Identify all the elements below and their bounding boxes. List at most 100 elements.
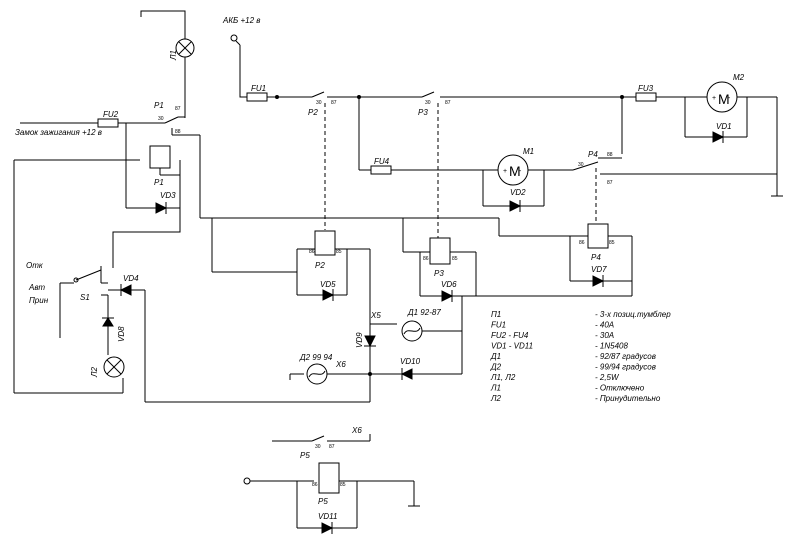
- label-p1: Р1: [154, 101, 164, 110]
- pin-86-p2: 86: [309, 249, 315, 255]
- label-ignition: Замок зажигания +12 в: [15, 128, 102, 137]
- pin-87-p4: 87: [607, 180, 613, 186]
- pin-30: 30: [158, 116, 164, 122]
- sensor-wiring: [289, 248, 633, 402]
- pin-86-p4: 86: [579, 240, 585, 246]
- label-vd7: VD7: [591, 265, 607, 274]
- pin-30-p3: 30: [425, 100, 431, 106]
- pin-85-p2: 85: [336, 249, 342, 255]
- svg-text:+: +: [503, 168, 507, 175]
- lamp-l1: [140, 10, 195, 118]
- svg-text:+: +: [712, 95, 716, 102]
- pin-85-p3: 85: [452, 256, 458, 262]
- lamp-l2: [103, 356, 125, 378]
- label-otk: Отк: [26, 261, 44, 270]
- label-avt: Авт: [28, 283, 45, 292]
- label-fu1: FU1: [251, 84, 266, 93]
- pin-88: 88: [175, 129, 181, 135]
- pin-87-p2: 87: [331, 100, 337, 106]
- label-fu4: FU4: [374, 157, 390, 166]
- relay-p1-coil: [13, 123, 181, 394]
- motor-m2: + M -: [684, 81, 748, 143]
- legend-item-name: FU2 - FU4: [491, 331, 529, 340]
- pin-87-p5: 87: [329, 444, 335, 450]
- switch-s1: [59, 208, 181, 338]
- pin-30-p5: 30: [315, 444, 321, 450]
- legend-item-desc: - 40А: [595, 321, 614, 330]
- label-x6b: X6: [351, 426, 362, 435]
- label-p4: Р4: [588, 150, 598, 159]
- motor-m1-branch: + M -: [358, 97, 573, 212]
- pin-86-p5: 86: [312, 482, 318, 488]
- label-vd5: VD5: [320, 280, 336, 289]
- control-bus: [200, 217, 570, 273]
- label-prin: Прин: [29, 296, 49, 305]
- label-p5-coil: Р5: [318, 497, 328, 506]
- main-rail: [230, 34, 783, 197]
- legend-item-desc: - Принудительно: [595, 394, 661, 403]
- relay-p1-contacts: [20, 116, 201, 218]
- pin-87: 87: [175, 106, 181, 112]
- label-x5: X5: [370, 311, 381, 320]
- pin-88-p4: 88: [607, 152, 613, 158]
- label-d1: Д1 92-87: [407, 308, 441, 317]
- label-p5: Р5: [300, 451, 310, 460]
- svg-text:-: -: [728, 95, 731, 102]
- svg-text:M: M: [509, 163, 521, 179]
- legend-item-name: Л2: [490, 394, 501, 403]
- label-vd10: VD10: [400, 357, 421, 366]
- diode-vd8: [102, 310, 114, 355]
- label-fu2: FU2: [103, 110, 119, 119]
- label-vd11: VD11: [318, 512, 337, 521]
- legend-item-name: Л1, Л2: [490, 373, 516, 382]
- label-d2: Д2 99 94: [299, 353, 333, 362]
- label-vd9: VD9: [355, 332, 364, 348]
- label-m1: М1: [523, 147, 534, 156]
- label-vd1: VD1: [716, 122, 732, 131]
- label-l1: Л1: [169, 50, 178, 61]
- relay-p2: [296, 230, 357, 301]
- relay-p4: [569, 223, 633, 287]
- label-x6: X6: [335, 360, 346, 369]
- label-s1: S1: [80, 293, 90, 302]
- label-l2: Л2: [90, 367, 99, 378]
- diode-vd4: [108, 284, 370, 403]
- legend-item-desc: - 92/87 градусов: [595, 352, 656, 361]
- legend-item-name: Д1: [490, 352, 501, 361]
- label-p1-coil: Р1: [154, 178, 164, 187]
- label-akb: АКБ +12 в: [222, 16, 260, 25]
- legend-item-name: VD1 - VD11: [491, 342, 533, 351]
- pin-30-p2: 30: [316, 100, 322, 106]
- legend-item-name: Д2: [490, 363, 502, 372]
- legend-item-name: П1: [491, 310, 501, 319]
- label-vd3: VD3: [160, 191, 176, 200]
- label-p2: Р2: [308, 108, 318, 117]
- pin-85-p5: 85: [340, 482, 346, 488]
- label-vd6: VD6: [441, 280, 457, 289]
- legend-item-name: FU1: [491, 321, 506, 330]
- pin-86-p3: 86: [423, 256, 429, 262]
- label-vd8: VD8: [117, 326, 126, 342]
- label-vd4: VD4: [123, 274, 139, 283]
- label-fu3: FU3: [638, 84, 654, 93]
- relay-p5: [243, 434, 420, 534]
- legend-item-name: Л1: [490, 384, 501, 393]
- label-p2-coil: Р2: [315, 261, 325, 270]
- legend-item-desc: - 3-х позиц.тумблер: [595, 310, 671, 319]
- svg-text:-: -: [519, 168, 522, 175]
- relay-p3: [419, 237, 477, 302]
- label-m2: М2: [733, 73, 745, 82]
- legend-item-desc: - 1N5408: [595, 342, 628, 351]
- legend-item-desc: - 2,5W: [595, 373, 620, 382]
- label-p3: Р3: [418, 108, 428, 117]
- pin-85-p4: 85: [609, 240, 615, 246]
- legend-item-desc: - 99/94 градусов: [595, 363, 656, 372]
- legend-item-desc: - Отключено: [595, 384, 645, 393]
- pin-30-p4: 30: [578, 162, 584, 168]
- pin-87-p3: 87: [445, 100, 451, 106]
- label-p4-coil: Р4: [591, 253, 601, 262]
- label-p3-coil: Р3: [434, 269, 444, 278]
